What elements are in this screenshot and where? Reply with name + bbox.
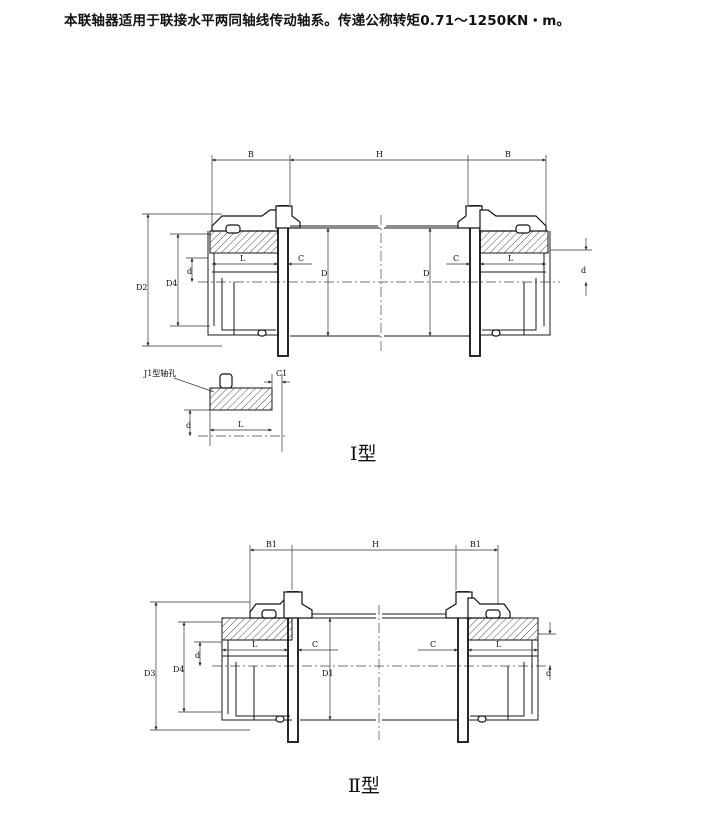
type2-dim-C-right: C — [430, 640, 436, 649]
type1-dim-D4: D4 — [166, 279, 178, 288]
type2-dim-H: H — [372, 540, 379, 549]
type1-dim-C-right: C — [453, 254, 459, 263]
type2-dim-d-right: d — [546, 669, 551, 678]
type1-dim-C-left: C — [298, 254, 304, 263]
type2-drawing: B1 H B1 — [144, 540, 556, 797]
type1-dim-D-right: D — [423, 269, 429, 278]
type1-dim-B-left: B — [248, 150, 254, 159]
type2-dim-C-left: C — [312, 640, 318, 649]
type2-dim-L-left: L — [252, 640, 258, 649]
type2-dim-D3: D3 — [144, 669, 156, 678]
type1-drawing: B H B — [136, 150, 592, 465]
type1-inset-j1-bore: J1型轴孔 C1 d L — [143, 368, 290, 452]
type1-dim-d-right: d — [581, 266, 586, 275]
type2-dim-B1-right: B1 — [470, 540, 481, 549]
type1-dim-B-right: B — [505, 150, 511, 159]
type1-inset-title: J1型轴孔 — [143, 368, 176, 378]
type1-caption: I型 — [350, 443, 377, 465]
type1-dim-D2: D2 — [136, 283, 148, 292]
type1-dim-d-left: d — [187, 267, 192, 276]
type2-dim-D4: D4 — [173, 665, 185, 674]
type2-dim-d: d — [195, 651, 200, 660]
type1-dim-L-right: L — [508, 254, 514, 263]
type1-inset-C1: C1 — [276, 369, 287, 378]
type2-dim-L-right: L — [496, 640, 502, 649]
intro-text: 本联轴器适用于联接水平两同轴线传动轴系。传递公称转矩0.71～1250KN・m。 — [64, 13, 571, 29]
type1-inset-d: d — [186, 421, 191, 430]
type2-dim-D1: D1 — [322, 669, 334, 678]
type1-dim-H: H — [376, 150, 383, 159]
type1-dim-L-left: L — [240, 254, 246, 263]
type2-caption: Ⅱ型 — [348, 775, 380, 797]
type1-inset-L: L — [238, 420, 244, 429]
type1-dim-D-left: D — [321, 269, 327, 278]
type2-dim-B1-left: B1 — [266, 540, 277, 549]
